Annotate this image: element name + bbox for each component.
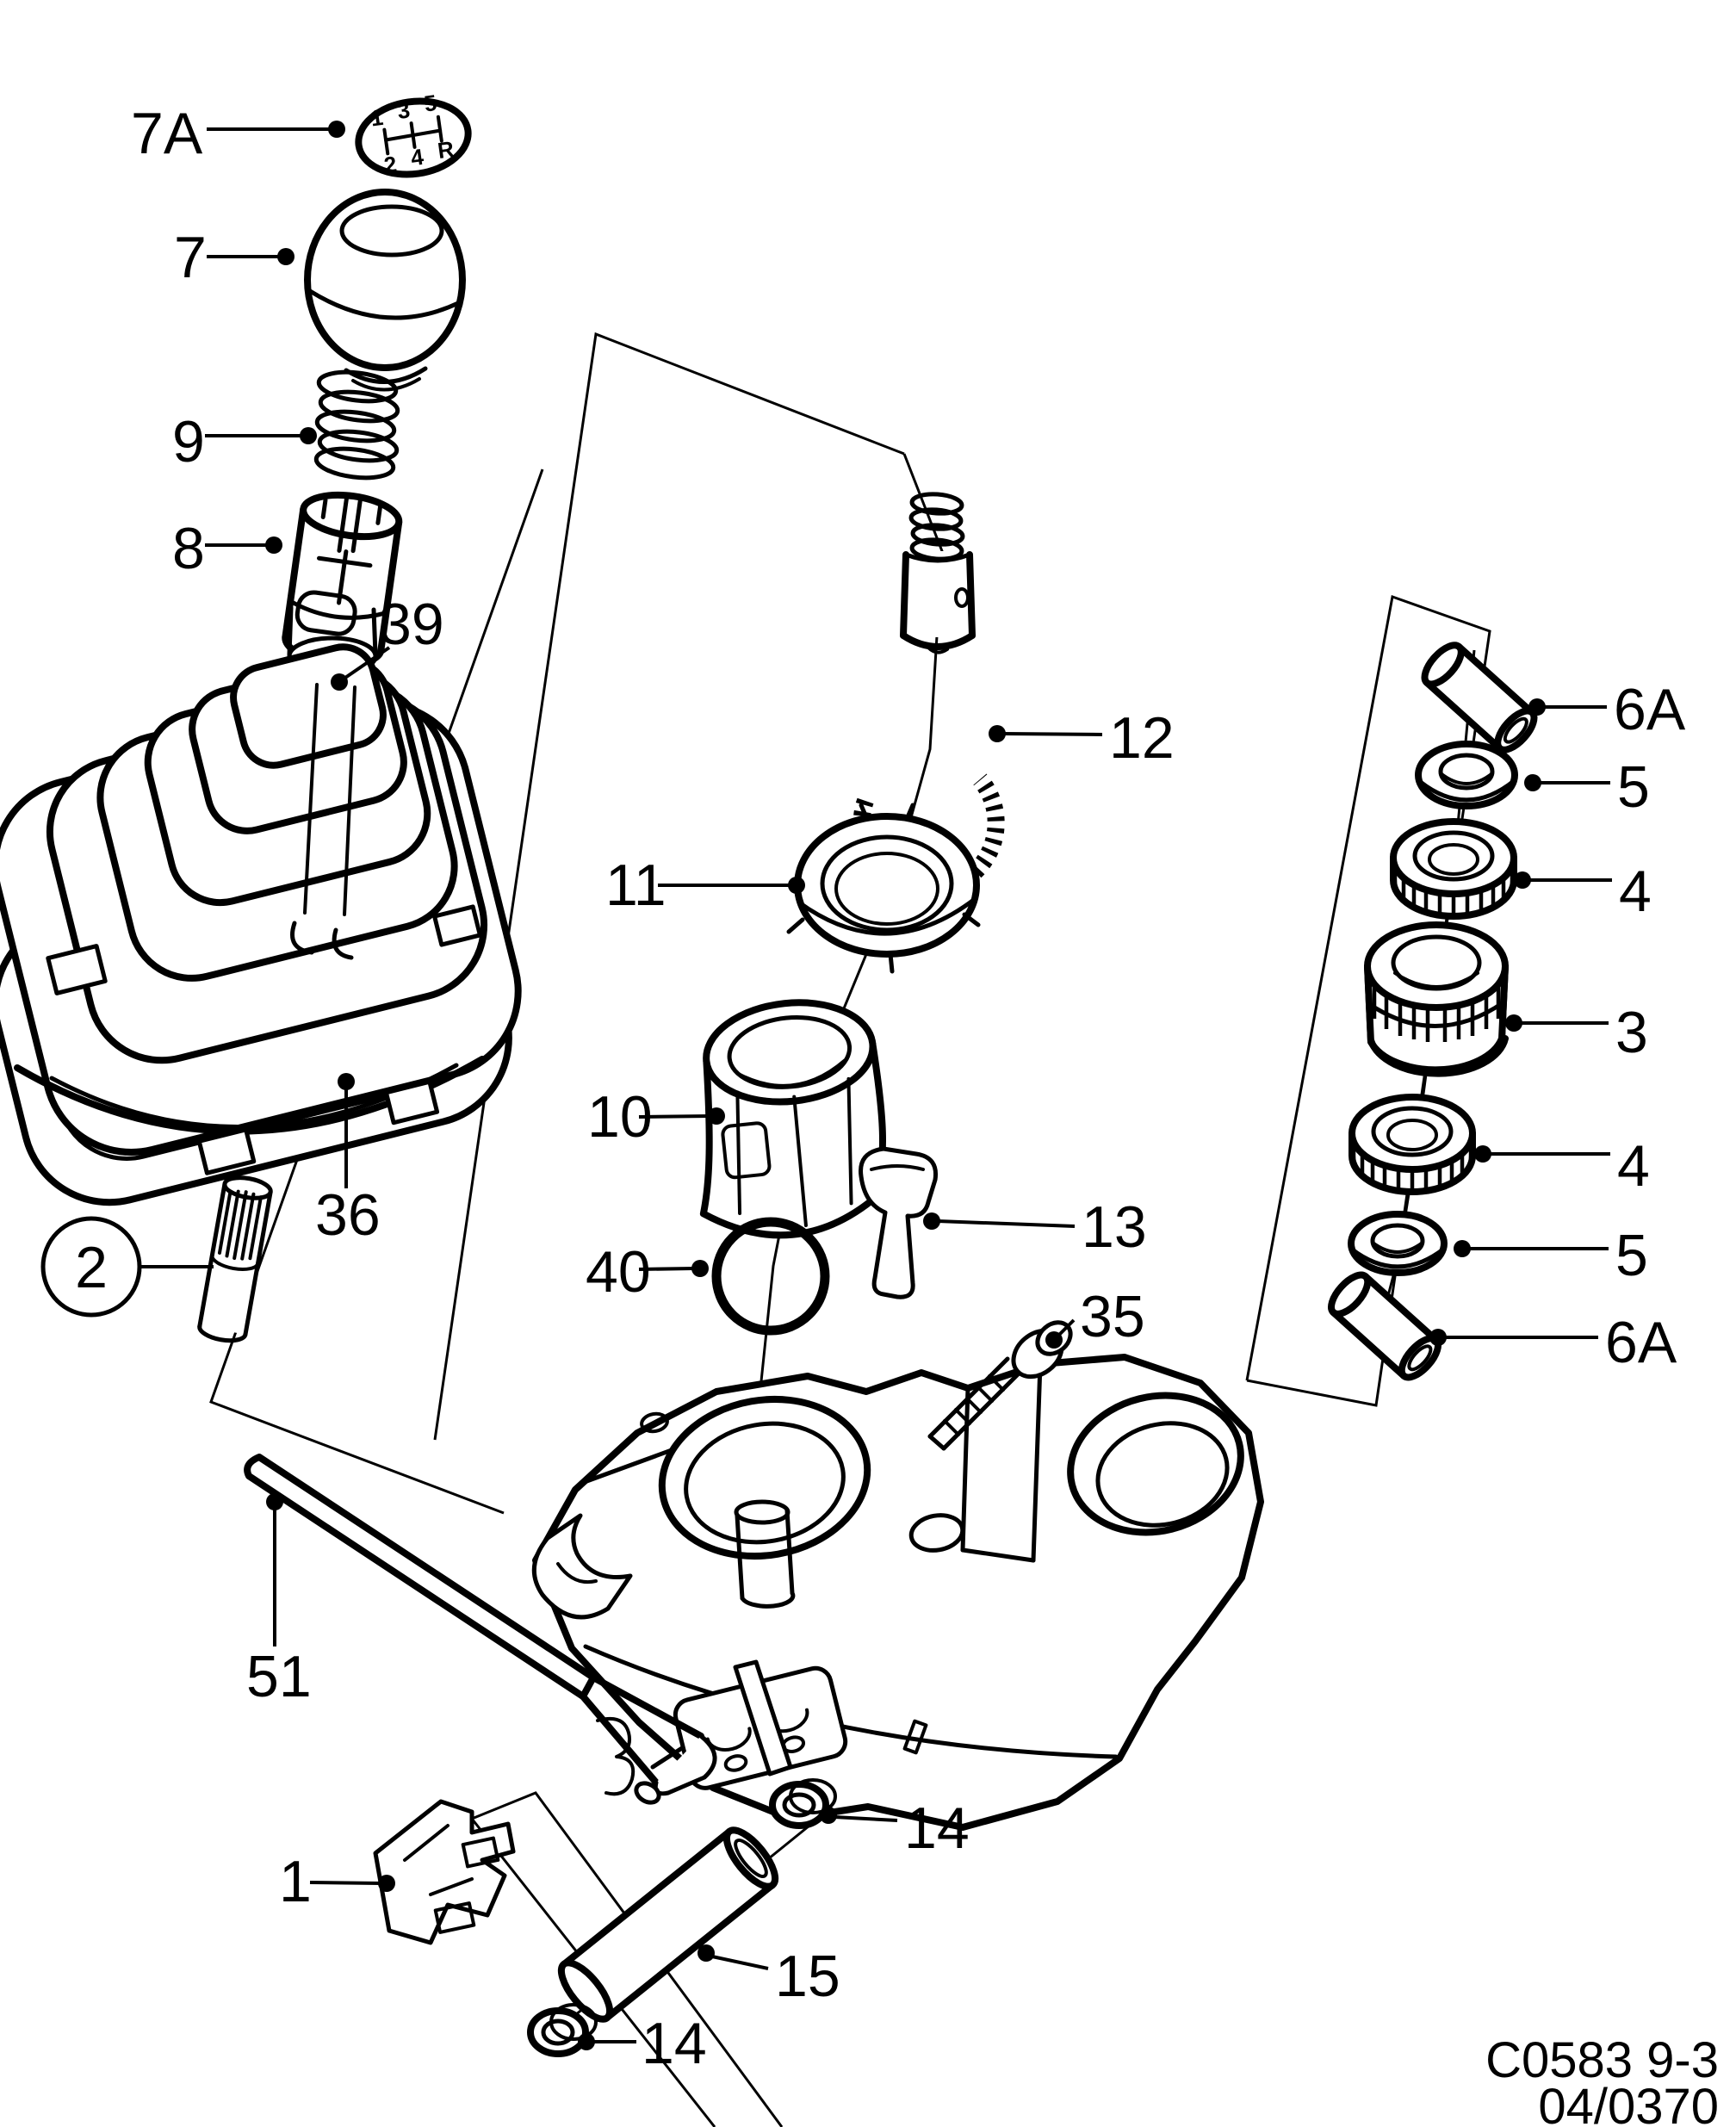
part-retaining-clip (859, 1146, 939, 1299)
part-bushing-14-upper (769, 1778, 837, 1829)
part-curved-spring (852, 773, 1005, 899)
callout-11: 11 (605, 853, 666, 918)
callout-6A-top: 6A (1614, 677, 1686, 742)
callout-51: 51 (246, 1644, 312, 1709)
group-footer: C0583 9-3 04/0370 (1485, 2032, 1719, 2127)
callout-9: 9 (172, 409, 205, 474)
group-callout-labels: 7A 7 9 8 39 2 36 51 1 11 10 40 12 13 35 … (40, 101, 1686, 2076)
part-gear-4-bottom (1348, 1094, 1476, 1195)
callout-7A: 7A (131, 101, 203, 166)
part-link-rod (733, 1659, 793, 1777)
part-washer-5-top (1415, 741, 1518, 809)
part-gaiter-frame-front (14, 904, 486, 1175)
part-shift-pattern-emblem: 1 3 5 2 4 R (355, 90, 472, 178)
callout-5-top: 5 (1617, 754, 1650, 820)
emblem-digit-r: R (436, 136, 456, 164)
callout-14-lower: 14 (642, 2011, 707, 2076)
part-bushing-cup (699, 999, 887, 1239)
callout-15: 15 (775, 1944, 840, 2009)
part-pin-6a-bottom (1328, 1271, 1442, 1381)
emblem-digit-5: 5 (423, 90, 439, 117)
emblem-digit-2: 2 (382, 151, 399, 178)
callout-36: 36 (315, 1182, 381, 1248)
callout-7: 7 (174, 225, 207, 290)
callout-5-bottom: 5 (1615, 1223, 1648, 1288)
figure-code: C0583 9-3 (1485, 2032, 1719, 2088)
callout-8: 8 (172, 516, 205, 581)
part-o-ring (711, 1217, 830, 1336)
part-locking-ring (786, 803, 981, 974)
callout-35: 35 (1080, 1284, 1145, 1349)
callout-12: 12 (1109, 705, 1175, 771)
callout-10: 10 (587, 1084, 653, 1150)
emblem-digit-3: 3 (395, 96, 412, 124)
part-bearing-3 (1364, 921, 1509, 1077)
part-gear-shift-rod (244, 1454, 717, 1805)
part-gaiter-boot (0, 605, 522, 1156)
callout-2: 2 (75, 1235, 108, 1300)
part-bushing-14-lower (527, 2003, 598, 2057)
part-lever-pin (197, 1175, 273, 1343)
part-gear-4-top (1390, 818, 1517, 920)
emblem-digit-4: 4 (409, 144, 425, 171)
group-leader-lines (141, 121, 1612, 2050)
callout-39: 39 (379, 592, 444, 657)
part-pin-6a-top (1421, 642, 1538, 753)
part-selector-rod-end (900, 492, 976, 654)
part-washer-5-bottom (1348, 1211, 1448, 1276)
part-lever-sleeve (282, 491, 403, 668)
part-knob-spring (313, 369, 400, 481)
callout-4-top: 4 (1619, 859, 1652, 924)
part-selector-bracket (373, 1799, 516, 1945)
emblem-digit-1: 1 (369, 104, 385, 132)
callout-40: 40 (586, 1239, 651, 1305)
callout-3: 3 (1615, 1000, 1648, 1065)
part-shift-lever-housing (531, 1354, 1264, 1831)
callout-2-circle (40, 1216, 142, 1318)
callout-6A-bottom: 6A (1605, 1310, 1677, 1375)
part-gear-knob (304, 189, 466, 392)
issue-code: 04/0370 (1538, 2079, 1719, 2127)
callout-13: 13 (1082, 1194, 1147, 1260)
callout-4-bottom: 4 (1617, 1133, 1650, 1199)
callout-1: 1 (279, 1849, 312, 1914)
part-spacer-sleeve (557, 1826, 779, 2023)
callout-14-upper: 14 (904, 1795, 970, 1861)
